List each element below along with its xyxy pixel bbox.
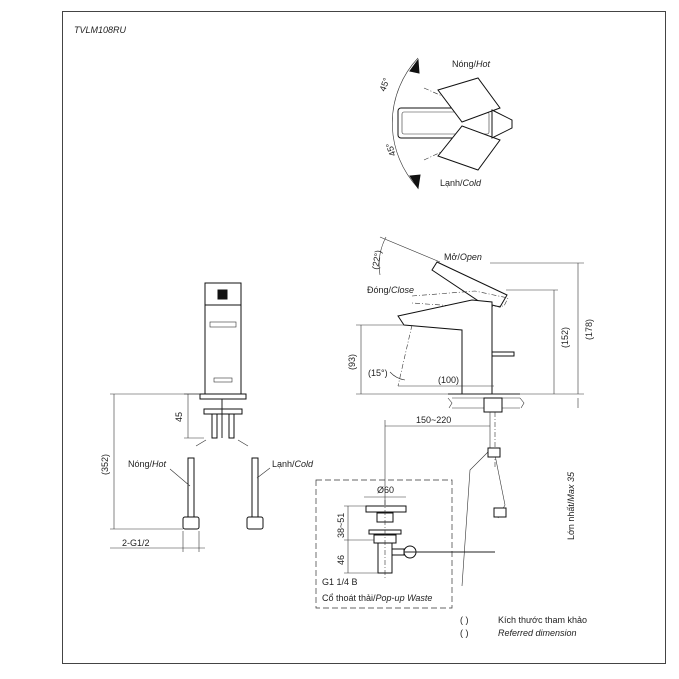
dim-152-label: (152) [560,327,570,348]
angle-cold-label: 45° [384,141,398,158]
front-thread-label: 2-G1/2 [122,538,150,548]
angle-22-arc [378,236,387,276]
cold-leader [256,467,271,479]
dim-38-51-label: 38~51 [336,513,346,538]
waste-flange [365,505,407,513]
top-hot-label: Nóng/Hot [452,59,491,69]
dim-150-220-label: 150~220 [416,415,451,425]
handle-cold-outline [437,125,501,171]
angle-22-label: (22°) [370,249,383,270]
top-view: 45° 45° Nóng/Hot Lạnh/Cold [377,57,513,190]
popup-rod [491,351,515,357]
break-marks [195,439,249,447]
waste-thread-label: G1 1/4 B [322,577,358,587]
front-base [199,393,247,400]
hot-leader [169,468,191,487]
front-aerator [209,321,237,328]
arrow-up-icon [409,58,420,74]
rotation-arc [391,57,419,189]
front-view: 45 (352) Nóng/Hot Lạnh/Cold 2-G1/2 [100,282,314,552]
top-body-inner [401,111,490,135]
inlet-stub-left [211,413,218,439]
drawing-frame [62,11,666,664]
legend: ( ) Kích thước tham khảo ( ) Referred di… [460,615,587,638]
dia-60-label: Ø60 [377,485,394,495]
hose-cold [251,457,259,519]
spout-tip [491,109,513,139]
legend-bracket-1: ( ) [460,615,469,625]
arrow-down-icon [409,174,421,190]
dim-178-label: (178) [584,319,594,340]
front-cold-label: Lạnh/Cold [272,459,314,469]
close-label: Đóng/Close [367,285,414,295]
dim-93-label: (93) [347,354,357,370]
hose-hot [187,457,195,519]
nut-cold [246,516,264,530]
popup-waste: Ø60 38~51 46 G1 1/4 B Cổ thoát thải/Pop-… [315,479,495,609]
model-title: TVLM108RU [74,25,127,35]
top-cold-label: Lạnh/Cold [440,178,482,188]
water-flow-line [397,324,413,387]
mount-plate [203,408,243,415]
linkage-nut [391,548,405,556]
counter-break [447,397,525,409]
waste-detail-box [315,479,453,609]
side-view: (152) (178) (22°) Mở/Open Đóng/Close (93… [347,236,594,587]
front-logo [213,377,233,383]
side-nut-b [493,507,507,518]
handle-indicator-icon [217,289,228,300]
legend-text-en: Referred dimension [498,628,577,638]
angle-hot-label: 45° [377,76,391,93]
legend-bracket-2: ( ) [460,628,469,638]
inlet-stub-right [228,413,235,439]
side-hose-a [461,449,491,587]
dim-352-label: (352) [100,454,110,475]
front-hot-label: Nóng/Hot [128,459,167,469]
dim-46-label: 46 [336,555,346,565]
waste-label: Cổ thoát thải/Pop-up Waste [322,593,432,603]
open-label: Mở/Open [444,252,482,262]
legend-text-vi: Kích thước tham khảo [498,615,587,625]
angle-15-arc [389,371,406,381]
angle-22-ref [379,236,441,263]
max-35-label: Lớn nhất/Max 35 [566,471,576,540]
dim-45-label: 45 [174,412,184,422]
handle-hot-outline [437,77,501,123]
angle-15-label: (15°) [368,368,388,378]
side-nut-a [487,447,501,458]
handle-closed-position [411,290,509,308]
nut-hot [182,516,200,530]
side-mount [483,397,503,413]
dim-100-label: (100) [438,375,459,385]
